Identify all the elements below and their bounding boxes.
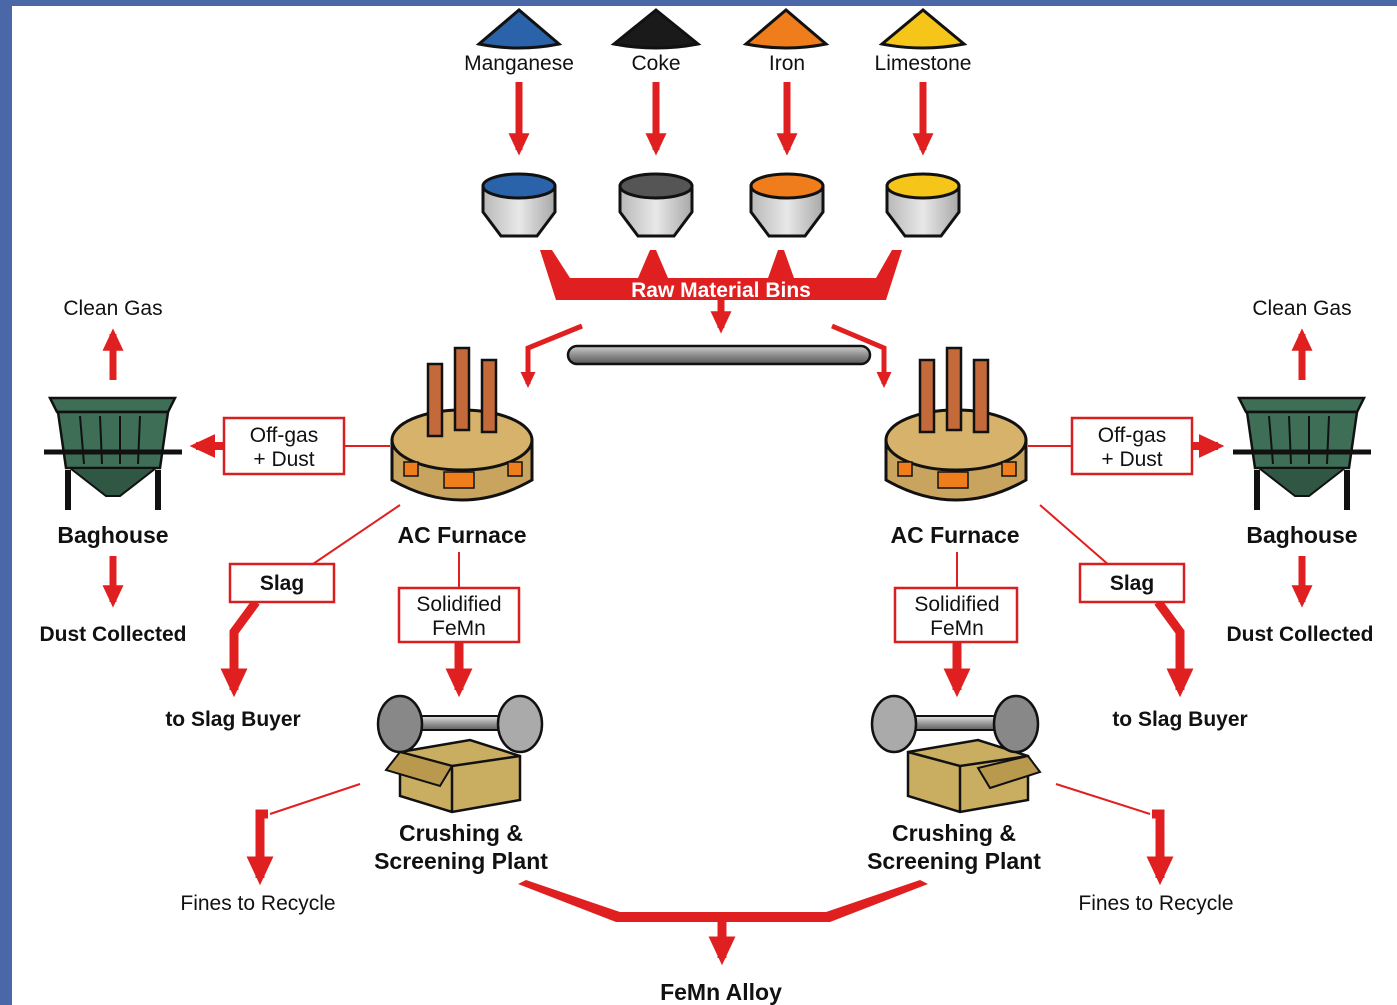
left-slag-buyer-label: to Slag Buyer xyxy=(165,708,300,731)
arrow-bins-to-right-furnace xyxy=(831,323,892,388)
material-pile-coke-icon xyxy=(610,8,702,50)
left-ac-furnace-icon xyxy=(390,346,534,502)
right-slag-label: Slag xyxy=(1110,572,1154,595)
right-solidified-line2: FeMn xyxy=(930,617,984,640)
label-coke: Coke xyxy=(631,52,680,75)
left-slag-label: Slag xyxy=(260,572,304,595)
left-fines-label: Fines to Recycle xyxy=(180,892,335,915)
right-offgas-connector xyxy=(1028,416,1225,476)
left-offgas-connector xyxy=(189,416,390,476)
diagram-board xyxy=(12,6,1397,1005)
left-baghouse-icon xyxy=(44,396,182,510)
femn-alloy-label: FeMn Alloy xyxy=(660,979,782,1005)
arrows-bins-to-furnaces xyxy=(520,323,892,388)
right-crusher-icon xyxy=(870,694,1042,814)
label-manganese: Manganese xyxy=(464,52,574,75)
right-slag-path xyxy=(1039,504,1194,698)
right-clean-gas-label: Clean Gas xyxy=(1252,297,1351,320)
left-baghouse-label: Baghouse xyxy=(57,522,168,548)
left-clean-gas-label: Clean Gas xyxy=(63,297,162,320)
left-crushing-line1: Crushing & xyxy=(399,820,523,846)
left-dust-collected-label: Dust Collected xyxy=(39,623,186,646)
left-offgas-line1: Off-gas xyxy=(250,424,318,447)
left-crusher-icon xyxy=(376,694,544,814)
right-dust-collected-label: Dust Collected xyxy=(1226,623,1373,646)
right-offgas-line2: + Dust xyxy=(1101,448,1162,471)
arrow-bins-to-left-furnace xyxy=(520,323,583,388)
right-fines-label: Fines to Recycle xyxy=(1078,892,1233,915)
right-solidified-line1: Solidified xyxy=(914,593,999,616)
product-funnel xyxy=(518,880,928,966)
raw-material-bins-label: Raw Material Bins xyxy=(631,279,811,302)
left-crushing-line2: Screening Plant xyxy=(374,848,548,874)
left-offgas-line2: + Dust xyxy=(253,448,314,471)
right-crushing-line2: Screening Plant xyxy=(867,848,1041,874)
bin-limestone-icon xyxy=(885,172,961,238)
left-slag-path xyxy=(220,504,401,698)
left-fines-path xyxy=(246,783,361,886)
conveyor-icon xyxy=(566,344,872,366)
right-fines-path xyxy=(1055,783,1174,886)
left-solidified-path xyxy=(397,552,521,698)
material-pile-iron-icon xyxy=(742,8,830,50)
bin-coke-icon xyxy=(618,172,694,238)
right-slag-buyer-label: to Slag Buyer xyxy=(1112,708,1247,731)
right-ac-furnace-icon xyxy=(884,346,1028,502)
right-crushing-line1: Crushing & xyxy=(892,820,1016,846)
material-pile-manganese-icon xyxy=(475,8,563,50)
right-solidified-path xyxy=(893,552,1019,698)
arrows-material-to-bins xyxy=(508,82,934,156)
material-pile-limestone-icon xyxy=(878,8,968,50)
label-iron: Iron xyxy=(769,52,805,75)
right-baghouse-label: Baghouse xyxy=(1246,522,1357,548)
bin-iron-icon xyxy=(749,172,825,238)
bin-manganese-icon xyxy=(481,172,557,238)
left-solidified-line1: Solidified xyxy=(416,593,501,616)
right-furnace-label: AC Furnace xyxy=(890,522,1019,548)
right-baghouse-icon xyxy=(1233,396,1371,510)
label-limestone: Limestone xyxy=(875,52,972,75)
raw-material-bins-bracket xyxy=(540,250,902,334)
left-furnace-label: AC Furnace xyxy=(397,522,526,548)
left-solidified-line2: FeMn xyxy=(432,617,486,640)
right-offgas-line1: Off-gas xyxy=(1098,424,1166,447)
